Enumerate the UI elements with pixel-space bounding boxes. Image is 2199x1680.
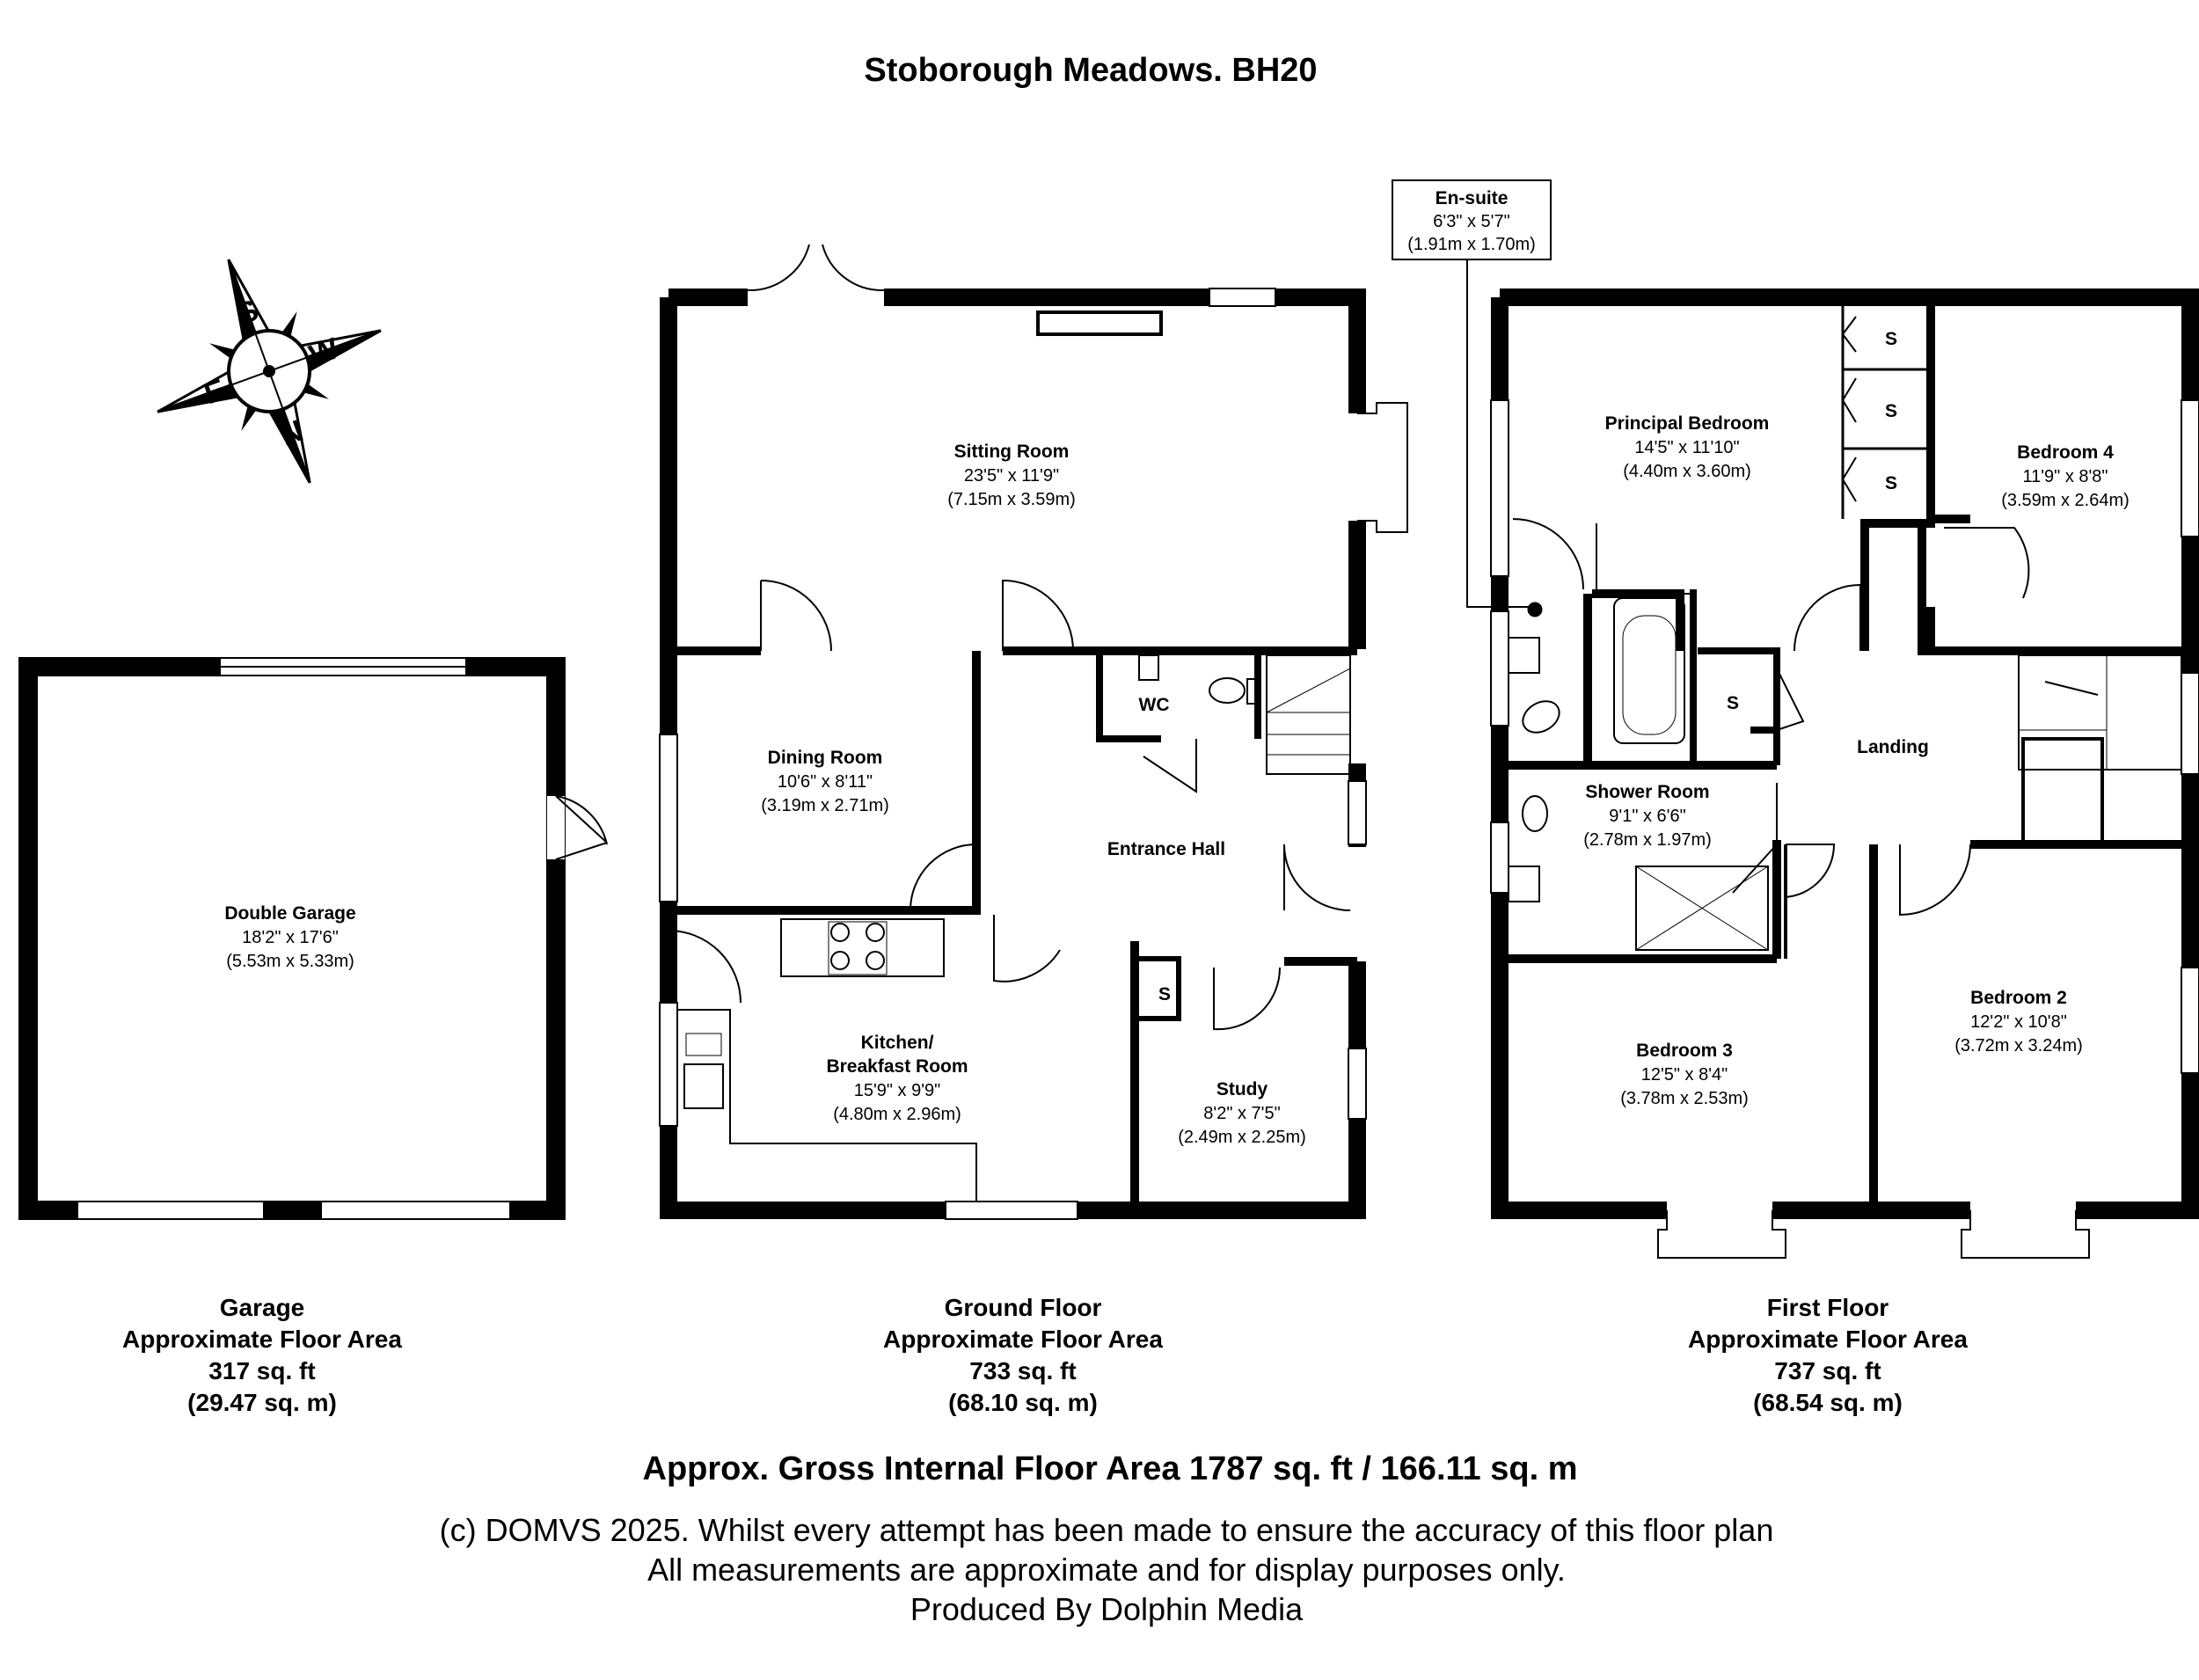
room-metric-study: (2.49m x 2.25m) [1178,1128,1306,1147]
area-sqm-first: (68.54 sq. m) [1753,1389,1903,1416]
first-floor-plan [1392,179,2199,1259]
area-label-garage: Garage [220,1294,305,1321]
footer-measurements: All measurements are approximate and for… [647,1552,1566,1588]
room-name-garage: Double Garage [224,903,355,924]
room-name-study: Study [1216,1079,1268,1099]
gross-area: Approx. Gross Internal Floor Area 1787 s… [643,1450,1578,1487]
compass-rose-icon: S W N E [157,259,382,484]
room-metric-sitting: (7.15m x 3.59m) [947,490,1076,509]
area-caption-ground: Approximate Floor Area [883,1326,1163,1353]
room-dim-bed2: 12'2" x 10'8" [1970,1012,2067,1032]
area-sqm-garage: (29.47 sq. m) [187,1389,337,1416]
area-sqft-first: 737 sq. ft [1774,1357,1881,1384]
room-name-entrance: Entrance Hall [1107,839,1225,859]
area-summary-first: First Floor Approximate Floor Area 737 s… [1688,1294,1968,1416]
footer-disclaimer: (c) DOMVS 2025. Whilst every attempt has… [440,1512,1774,1548]
area-sqft-garage: 317 sq. ft [208,1357,315,1384]
room-metric-principal: (4.40m x 3.60m) [1623,462,1751,481]
room-name-dining: Dining Room [768,748,883,768]
room-name-kitchen: Kitchen/ [861,1033,934,1053]
store-label-landing: S [1727,693,1739,713]
area-summary-ground: Ground Floor Approximate Floor Area 733 … [883,1294,1163,1416]
garage-plan [18,657,608,1220]
compass-letter-s: S [233,294,263,332]
room-dim-sitting: 23'5" x 11'9" [964,466,1059,486]
room-name-wc: WC [1139,695,1170,715]
room-name-kitchen-2: Breakfast Room [826,1056,968,1077]
room-dim-kitchen: 15'9" x 9'9" [854,1081,941,1100]
room-name-sitting: Sitting Room [954,442,1070,462]
ground-floor-plan [659,244,1408,1220]
room-metric-ensuite: (1.91m x 1.70m) [1407,235,1536,254]
room-dim-shower: 9'1" x 6'6" [1609,807,1685,826]
footer-producer: Produced By Dolphin Media [910,1591,1304,1627]
room-dim-bed4: 11'9" x 8'8" [2022,467,2108,486]
wardrobe-label-1: S [1885,329,1897,349]
room-name-shower: Shower Room [1585,782,1709,802]
room-name-bed3: Bedroom 3 [1636,1041,1733,1061]
room-name-bed4: Bedroom 4 [2017,442,2114,463]
wardrobe-label-3: S [1885,473,1897,493]
room-name-ensuite: En-suite [1436,188,1509,208]
room-name-principal: Principal Bedroom [1605,413,1770,434]
room-dim-ensuite: 6'3" x 5'7" [1433,212,1509,231]
room-metric-bed4: (3.59m x 2.64m) [2001,491,2130,510]
room-dim-dining: 10'6" x 8'11" [778,772,873,792]
area-summary-garage: Garage Approximate Floor Area 317 sq. ft… [122,1294,402,1416]
room-name-landing: Landing [1857,737,1929,757]
store-label: S [1158,984,1171,1004]
compass-letter-n: N [276,413,308,452]
area-sqm-ground: (68.10 sq. m) [948,1389,1098,1416]
room-metric-shower: (2.78m x 1.97m) [1583,830,1712,850]
room-metric-kitchen: (4.80m x 2.96m) [833,1105,961,1124]
room-metric-bed3: (3.78m x 2.53m) [1620,1089,1749,1108]
area-label-first: First Floor [1767,1294,1889,1321]
room-metric-dining: (3.19m x 2.71m) [761,796,889,815]
area-sqft-ground: 733 sq. ft [969,1357,1076,1384]
room-metric-bed2: (3.72m x 3.24m) [1954,1036,2083,1055]
wardrobe-label-2: S [1885,401,1897,421]
room-dim-study: 8'2" x 7'5" [1203,1104,1280,1123]
room-dim-garage: 18'2" x 17'6" [242,928,339,947]
room-name-bed2: Bedroom 2 [1970,988,2067,1008]
room-metric-garage: (5.53m x 5.33m) [226,952,354,971]
room-dim-principal: 14'5" x 11'10" [1634,438,1739,457]
area-label-ground: Ground Floor [945,1294,1102,1321]
room-dim-bed3: 12'5" x 8'4" [1641,1065,1728,1085]
area-caption-first: Approximate Floor Area [1688,1326,1968,1353]
page-title: Stoborough Meadows. BH20 [864,52,1317,89]
area-caption-garage: Approximate Floor Area [122,1326,402,1353]
